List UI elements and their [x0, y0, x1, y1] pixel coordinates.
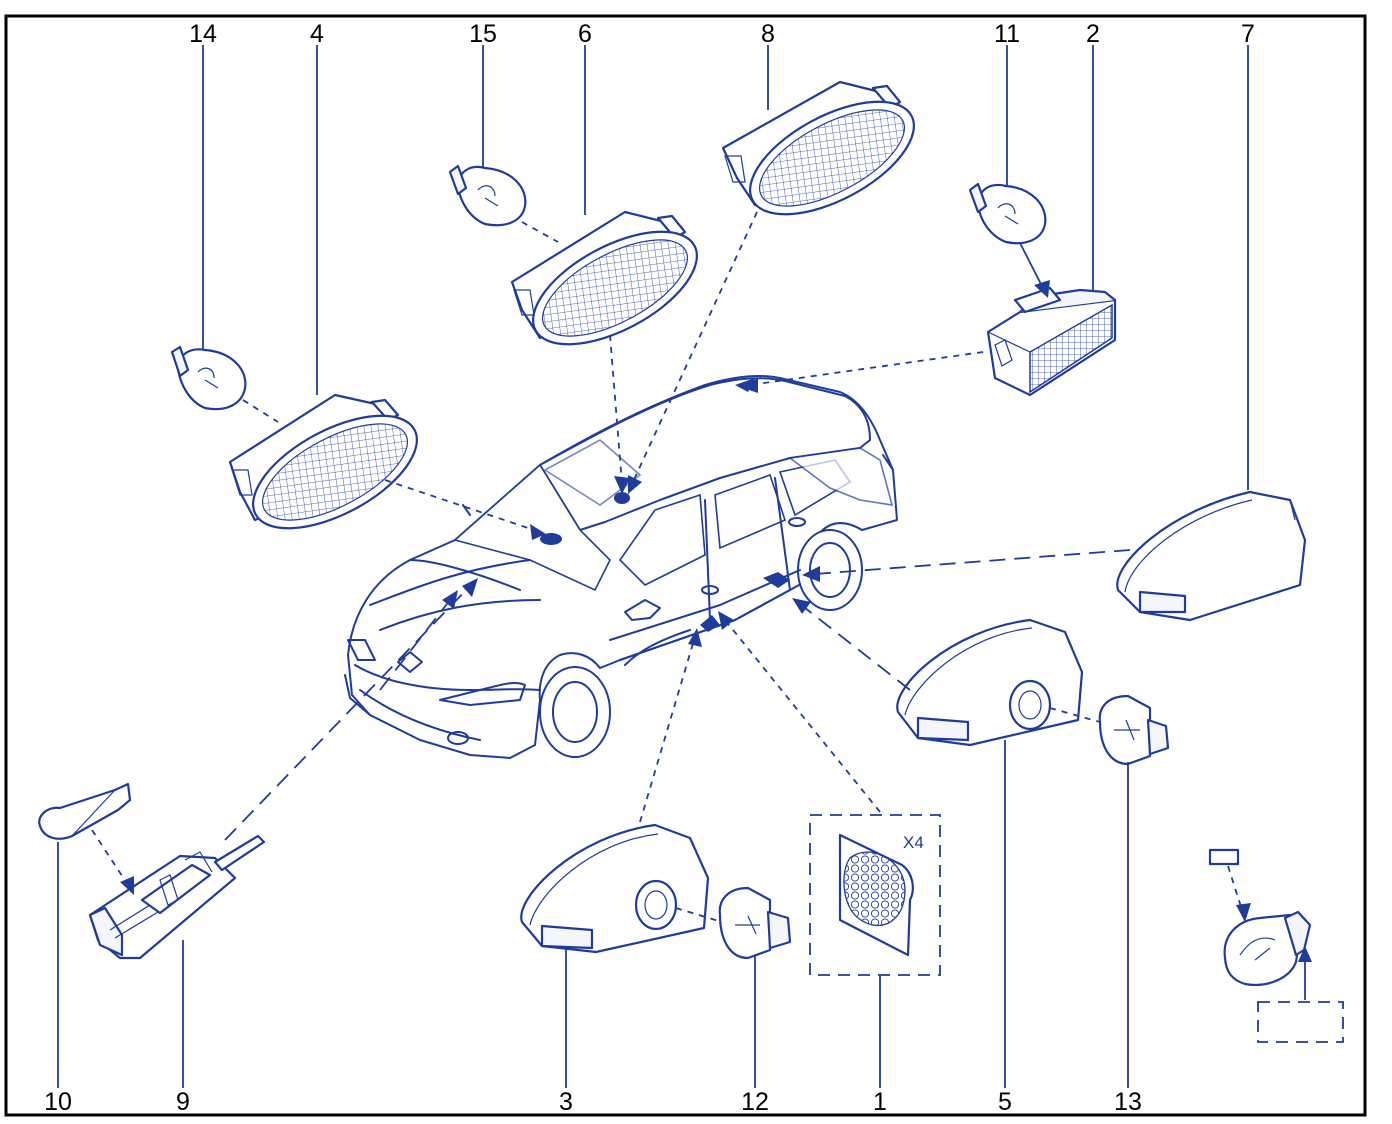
- bulb-icon: [448, 164, 527, 227]
- callout-11: 11: [994, 20, 1020, 48]
- callout-7: 7: [1241, 20, 1255, 48]
- grille-quantity-label: X4: [903, 833, 924, 852]
- bulb-icon: [170, 345, 247, 411]
- bulb-icon: [968, 182, 1047, 245]
- lamp-unit-icon: [88, 834, 266, 960]
- leader-lines: [57, 45, 1249, 1088]
- lamp-unit-icon: [228, 393, 418, 530]
- diagram-frame: [4, 14, 1367, 1117]
- lamp-unit-icon: [721, 80, 915, 216]
- callout-3: 3: [559, 1088, 573, 1116]
- assembly-lines: [91, 211, 1312, 1000]
- callout-15: 15: [469, 20, 497, 48]
- bulb-icon: [38, 782, 132, 840]
- callout-1: 1: [873, 1088, 887, 1116]
- socket-dashed-box: [1257, 1001, 1344, 1043]
- car-body-icon: [344, 375, 898, 759]
- lamp-unit-icon: [520, 823, 710, 954]
- callout-4: 4: [310, 20, 324, 48]
- bulb-icon: [1098, 694, 1170, 766]
- callout-labels: 14 4 15 6 8 11 2 7 10 9 3 12 1 5 13: [44, 20, 1255, 1116]
- callout-8: 8: [761, 20, 775, 48]
- callout-14: 14: [189, 20, 217, 48]
- callout-6: 6: [578, 20, 592, 48]
- lamp-unit-icon: [1116, 490, 1307, 622]
- lamp-unit-icon: [510, 210, 698, 346]
- callout-12: 12: [741, 1088, 769, 1116]
- lamp-unit-icon: [986, 286, 1117, 397]
- callout-10: 10: [44, 1088, 72, 1116]
- callout-2: 2: [1086, 20, 1100, 48]
- callout-9: 9: [176, 1088, 190, 1116]
- callout-13: 13: [1114, 1088, 1142, 1116]
- bulb-icon: [718, 886, 792, 960]
- grille-dashed-box: [809, 814, 941, 976]
- speaker-grille-icon: X4: [809, 814, 941, 976]
- callout-5: 5: [998, 1088, 1012, 1116]
- lamp-unit-icon: [896, 618, 1084, 747]
- bulb-icon: [1208, 848, 1344, 1043]
